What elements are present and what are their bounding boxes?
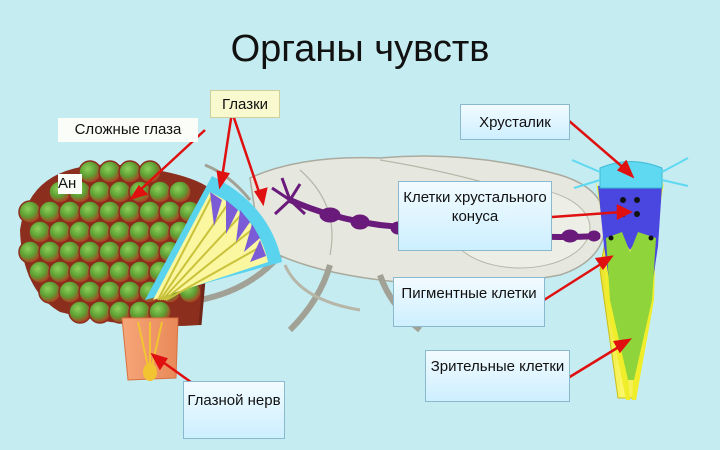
label-ocelli: Глазки — [210, 90, 280, 118]
ommatidium-facet — [98, 160, 122, 184]
ommatidium-facet — [168, 180, 192, 204]
ommatidium-facet — [48, 260, 72, 284]
ommatidium-facet — [78, 160, 102, 184]
label-antennae-partial: Ан — [58, 174, 82, 194]
ommatidium-facet — [88, 260, 112, 284]
ommatidium-facet — [48, 220, 72, 244]
ommatidium-facet — [118, 240, 142, 264]
ommatidium-facet — [88, 300, 112, 324]
ommatidium-facet — [108, 260, 132, 284]
ommatidium-facet — [118, 200, 142, 224]
ommatidium-facet — [68, 260, 92, 284]
ommatidium-facet — [28, 260, 52, 284]
ommatidium-facet — [108, 220, 132, 244]
ommatidium-facet — [88, 180, 112, 204]
label-visual-cells: Зрительные клетки — [425, 350, 570, 402]
ommatidium-facet — [138, 240, 162, 264]
ommatidium-facet — [118, 160, 142, 184]
label-compound-eyes: Сложные глаза — [58, 118, 198, 142]
page-title: Органы чувств — [230, 28, 490, 70]
ommatidium-facet — [58, 200, 82, 224]
ommatidium-facet — [78, 200, 102, 224]
ommatidium-facet — [128, 220, 152, 244]
ommatidium-facet — [138, 200, 162, 224]
ommatidium-facet — [78, 280, 102, 304]
eye-section-fan — [145, 176, 282, 301]
ommatidium-facet — [158, 200, 182, 224]
ommatidium-facet — [38, 200, 62, 224]
label-pigment-cells: Пигментные клетки — [393, 277, 545, 327]
ommatidium-facet — [98, 200, 122, 224]
ommatidium-facet — [58, 240, 82, 264]
ommatidium-facet — [148, 220, 172, 244]
optic-nerve-stalk — [121, 317, 179, 381]
ommatidium-facet — [38, 280, 62, 304]
label-lens: Хрусталик — [460, 104, 570, 140]
ommatidium-facet — [118, 280, 142, 304]
ommatidium-facet — [88, 220, 112, 244]
ommatidium-facet — [18, 200, 42, 224]
ommatidium-facet — [98, 240, 122, 264]
ommatidium-facet — [28, 220, 52, 244]
ommatidium-facet — [98, 280, 122, 304]
ommatidium-facet — [108, 180, 132, 204]
label-crystalline-cone-cells: Клетки хрустального конуса — [398, 181, 552, 251]
ommatidium-facet — [18, 240, 42, 264]
ommatidium-facet — [68, 300, 92, 324]
ommatidium-facet — [58, 280, 82, 304]
label-optic-nerve: Глазной нерв — [183, 381, 285, 439]
ommatidium-facet — [38, 240, 62, 264]
ommatidium-facet — [128, 260, 152, 284]
ommatidium-facet — [78, 240, 102, 264]
ommatidium-facet — [68, 220, 92, 244]
ommatidium-facet — [148, 180, 172, 204]
